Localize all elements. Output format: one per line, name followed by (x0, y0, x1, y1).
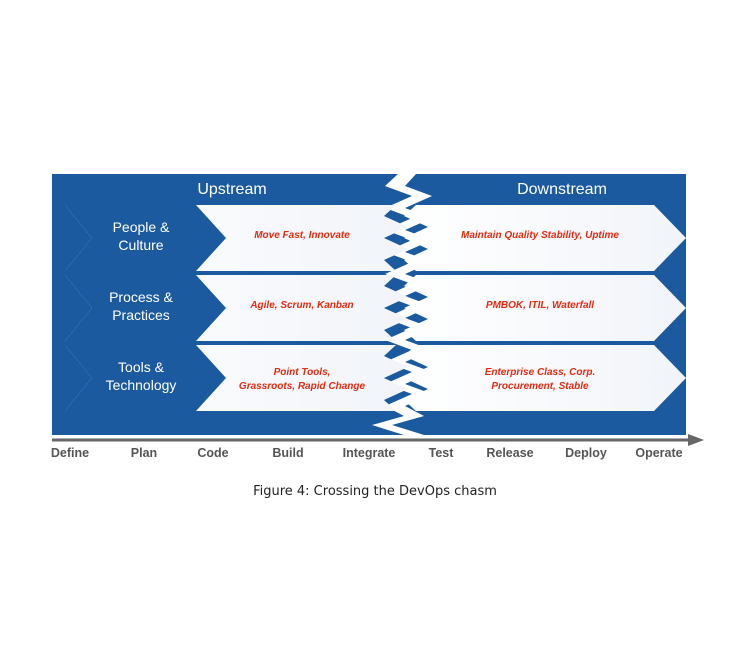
axis-labels: Define Plan Code Build Integrate Test Release D… (51, 446, 683, 460)
downstream-arrow (404, 205, 686, 271)
rows-group: People & Culture Move Fast, Innovate Mainta… (65, 205, 686, 411)
figure-caption: Figure 4: Crossing the DevOps chasm (253, 484, 497, 499)
category-label-line: Culture (118, 237, 163, 253)
downstream-note: Maintain Quality Stability, Uptime (461, 230, 619, 241)
category-label-line: Technology (106, 377, 177, 393)
axis-label-deploy: Deploy (565, 446, 607, 460)
axis-label-define: Define (51, 446, 89, 460)
upstream-note: Agile, Scrum, Kanban (249, 300, 353, 311)
upstream-header: Upstream (197, 181, 266, 198)
axis-label-code: Code (197, 446, 228, 460)
row-people-culture: People & Culture Move Fast, Innovate Mainta… (65, 205, 686, 271)
upstream-note: Point Tools, (274, 367, 331, 378)
timeline-arrowhead (688, 434, 704, 446)
downstream-note: PMBOK, ITIL, Waterfall (486, 300, 594, 311)
downstream-note: Enterprise Class, Corp. (485, 367, 596, 378)
upstream-note: Move Fast, Innovate (254, 230, 350, 241)
category-chevron (65, 345, 226, 411)
downstream-header: Downstream (517, 181, 607, 198)
category-label-line: Practices (112, 307, 170, 323)
category-chevron (65, 205, 226, 271)
category-label-line: People & (113, 219, 170, 235)
upstream-note: Grassroots, Rapid Change (239, 381, 366, 392)
axis-label-plan: Plan (131, 446, 157, 460)
axis-label-integrate: Integrate (343, 446, 396, 460)
axis-label-release: Release (486, 446, 533, 460)
row-process-practices: Process & Practices Agile, Scrum, Kanban PM… (65, 275, 686, 341)
category-label-line: Process & (109, 289, 173, 305)
axis-label-build: Build (272, 446, 303, 460)
downstream-arrow (404, 345, 686, 411)
downstream-arrow (404, 275, 686, 341)
row-tools-technology: Tools & Technology Point Tools, Grassroots,… (65, 345, 686, 411)
category-label-line: Tools & (118, 359, 165, 375)
axis-label-operate: Operate (635, 446, 682, 460)
downstream-note: Procurement, Stable (491, 381, 589, 392)
axis-label-test: Test (429, 446, 455, 460)
category-chevron (65, 275, 226, 341)
